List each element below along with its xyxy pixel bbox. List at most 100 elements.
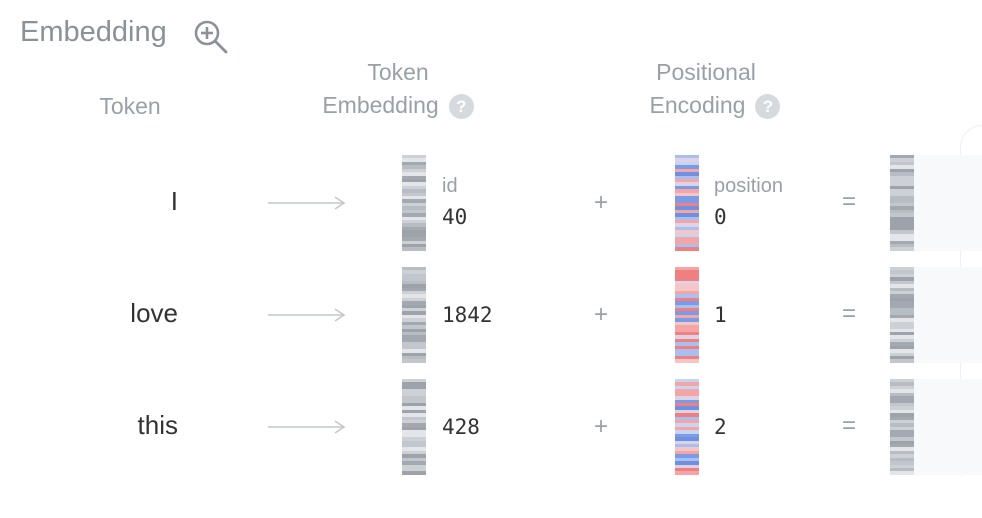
embedding-stripe	[675, 314, 699, 319]
embedding-stripe	[675, 328, 699, 333]
embedding-stripe	[402, 304, 426, 309]
token-embedding-vector[interactable]	[402, 155, 426, 251]
token-id: 40	[442, 205, 468, 229]
embedding-stripe	[675, 454, 699, 458]
embedding-stripe	[675, 349, 699, 353]
embedding-stripe	[402, 385, 426, 390]
embedding-stripe	[402, 461, 426, 465]
positional-encoding-vector[interactable]	[675, 267, 699, 363]
embedding-stripe	[402, 192, 426, 197]
embedding-stripe	[402, 332, 426, 336]
embedding-stripe	[890, 321, 914, 326]
embedding-stripe	[890, 192, 914, 197]
embedding-stripe	[890, 396, 914, 400]
embedding-stripe	[675, 457, 699, 462]
embedding-stripe	[675, 158, 699, 162]
embedding-stripe	[402, 355, 426, 360]
embedding-stripe	[402, 345, 426, 350]
embedding-stripe	[402, 321, 426, 326]
embedding-stripe	[402, 406, 426, 410]
embedding-stripe	[890, 385, 914, 390]
embedding-stripe	[675, 165, 699, 169]
embedding-stripe	[890, 301, 914, 305]
embedding-stripe	[675, 161, 699, 166]
embedding-stripe	[890, 450, 914, 455]
embedding-stripe	[890, 273, 914, 278]
embedding-stripe	[402, 209, 426, 214]
embedding-stripe	[890, 399, 914, 403]
embedding-stripe	[890, 437, 914, 441]
embedding-stripe	[402, 280, 426, 285]
embedding-stripe	[890, 233, 914, 238]
embedding-stripe	[890, 338, 914, 343]
embedding-stripe	[675, 273, 699, 278]
embedding-stripe	[890, 471, 914, 475]
embedding-stripe	[402, 352, 426, 356]
help-icon[interactable]: ?	[448, 94, 474, 120]
embedding-stripe	[675, 213, 699, 217]
embedding-stripe	[675, 206, 699, 210]
embedding-stripe	[890, 440, 914, 445]
embedding-stripe	[890, 270, 914, 274]
embedding-stripe	[675, 385, 699, 390]
embedding-stripe	[890, 308, 914, 312]
embedding-stripe	[402, 338, 426, 343]
embedding-stripe	[890, 175, 914, 179]
embedding-stripe	[890, 206, 914, 210]
combined-embedding-vector[interactable]	[890, 267, 914, 363]
embedding-stripe	[675, 464, 699, 468]
embedding-stripe	[675, 185, 699, 190]
embedding-stripe	[402, 199, 426, 203]
positional-encoding-vector[interactable]	[675, 155, 699, 251]
embedding-stripe	[402, 267, 426, 271]
positional-encoding-vector[interactable]	[675, 379, 699, 475]
position-label: position	[714, 175, 783, 197]
embedding-stripe	[890, 158, 914, 162]
token-id: 428	[442, 415, 480, 439]
embedding-stripe	[402, 314, 426, 319]
embedding-stripe	[675, 359, 699, 363]
embedding-stripe	[402, 450, 426, 455]
embedding-stripe	[890, 426, 914, 431]
equals-sign: =	[842, 188, 857, 215]
embedding-stripe	[402, 409, 426, 414]
embedding-stripe	[675, 332, 699, 336]
help-icon[interactable]: ?	[755, 94, 781, 120]
embedding-stripe	[402, 196, 426, 200]
embedding-stripe	[675, 304, 699, 309]
combined-embedding-vector[interactable]	[890, 155, 914, 251]
embedding-stripe	[675, 430, 699, 434]
embedding-stripe	[890, 311, 914, 315]
embedding-stripe	[675, 437, 699, 441]
embedding-stripe	[402, 447, 426, 451]
embedding-stripe	[675, 155, 699, 159]
embedding-stripe	[890, 349, 914, 353]
embedding-stripe	[890, 416, 914, 421]
embedding-stripe	[675, 267, 699, 271]
combined-embedding-vector[interactable]	[890, 379, 914, 475]
embedding-stripe	[675, 382, 699, 386]
embedding-stripe	[890, 359, 914, 363]
token-embedding-vector[interactable]	[402, 267, 426, 363]
embedding-stripe	[890, 161, 914, 166]
embedding-stripe	[675, 416, 699, 421]
embedding-stripe	[890, 430, 914, 434]
embedding-stripe	[890, 433, 914, 438]
embedding-stripe	[402, 294, 426, 298]
embedding-stripe	[402, 189, 426, 193]
embedding-stripe	[402, 440, 426, 445]
zoom-in-icon[interactable]	[193, 19, 229, 55]
section-title: Embedding	[20, 16, 167, 48]
faded-continuation	[914, 267, 982, 363]
embedding-stripe	[890, 464, 914, 468]
equals-sign: =	[842, 412, 857, 439]
embedding-stripe	[675, 226, 699, 231]
embedding-stripe	[890, 444, 914, 448]
embedding-stripe	[675, 202, 699, 207]
embedding-stripe	[890, 213, 914, 217]
token-embedding-vector[interactable]	[402, 379, 426, 475]
embedding-stripe	[675, 389, 699, 393]
header-positional-encoding: Positional Encoding?	[630, 56, 800, 122]
embedding-stripe	[675, 209, 699, 214]
embedding-stripe	[402, 471, 426, 475]
